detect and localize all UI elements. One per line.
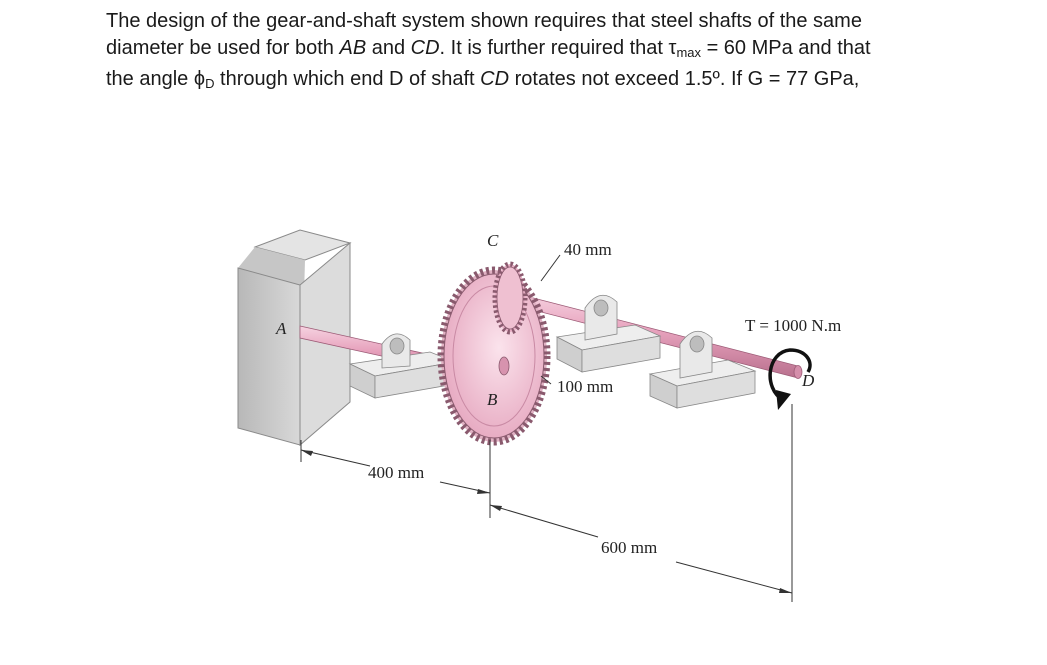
bearing-3	[648, 330, 757, 409]
bearing-2	[555, 294, 662, 373]
length-cd-label: 600 mm	[601, 538, 657, 557]
dimension-arrowheads	[301, 450, 792, 593]
problem-statement: The design of the gear-and-shaft system …	[106, 8, 1006, 97]
label-c: C	[487, 231, 499, 250]
gear-c	[492, 261, 528, 335]
dimension-lines	[300, 254, 793, 602]
label-b: B	[487, 390, 498, 409]
problem-line-3: the angle ϕD through which end D of shaf…	[106, 68, 860, 91]
bearing-1	[348, 333, 457, 399]
radius-b-label: 100 mm	[557, 377, 613, 396]
length-ab-label: 400 mm	[368, 463, 424, 482]
problem-line-2: diameter be used for both AB and CD. It …	[106, 37, 871, 60]
problem-line-1: The design of the gear-and-shaft system …	[106, 10, 862, 32]
radius-c-label: 40 mm	[564, 240, 612, 259]
torque-arrow	[768, 348, 812, 410]
torque-label: T = 1000 N.m	[745, 316, 841, 335]
label-d: D	[801, 371, 815, 390]
fixed-wall	[237, 229, 352, 447]
label-a: A	[275, 319, 287, 338]
